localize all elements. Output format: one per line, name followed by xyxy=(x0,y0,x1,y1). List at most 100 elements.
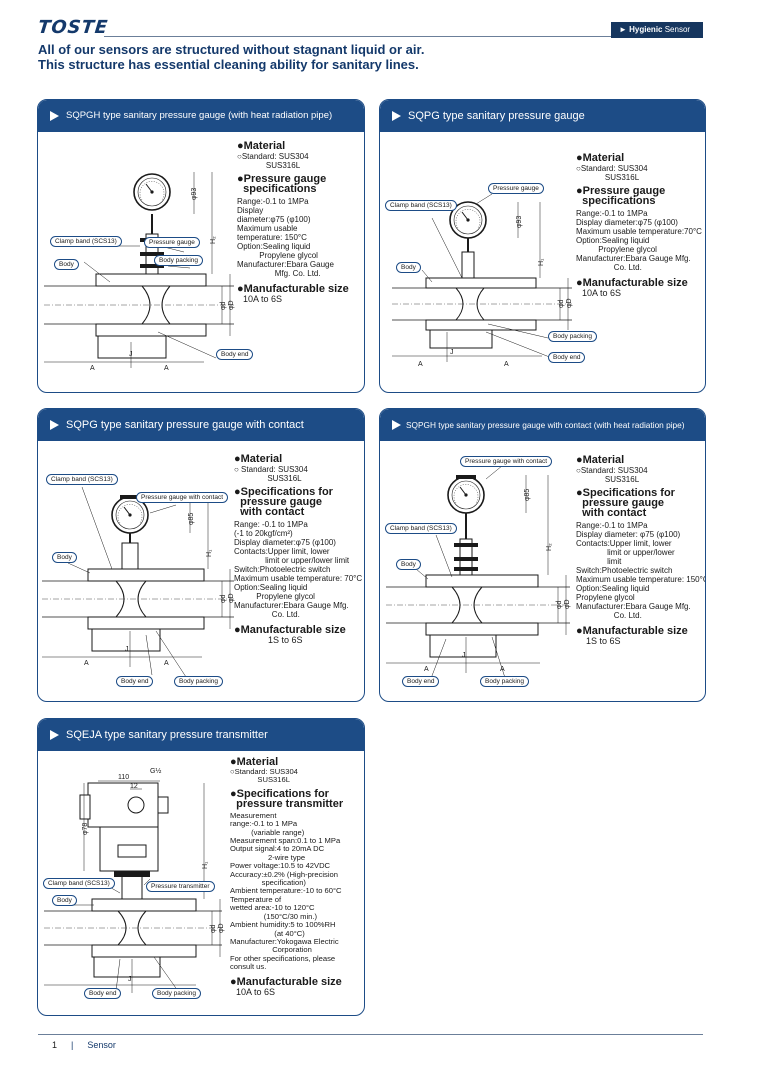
label-pressure-gauge-contact: Pressure gauge with contact xyxy=(460,456,553,467)
footer-divider xyxy=(38,1034,703,1035)
spec-text: Measurement range:-0.1 to 1 MPa (variabl… xyxy=(230,810,342,972)
label-body: Body xyxy=(54,259,79,270)
size-value: 1S to 6S xyxy=(268,635,303,645)
material-heading: ●Material xyxy=(576,152,625,164)
material-heading: ●Material xyxy=(576,454,625,466)
intro-heading: All of our sensors are structured withou… xyxy=(38,42,718,72)
svg-text:φd: φd xyxy=(210,924,217,933)
svg-text:φ78: φ78 xyxy=(82,823,89,835)
label-body-packing: Body packing xyxy=(152,988,202,999)
label-pressure-gauge-contact: Pressure gauge with contact xyxy=(136,492,229,503)
material-text: ○Standard: SUS304 SUS316L xyxy=(576,466,648,484)
svg-text:H₂: H₂ xyxy=(546,543,553,551)
svg-text:φD: φD xyxy=(566,298,573,308)
panel-sqeja: SQEJA type sanitary pressure transmitter… xyxy=(37,718,365,1016)
panel-title: SQPGH type sanitary pressure gauge with … xyxy=(380,409,705,441)
spec-block: ●Material ○Standard: SUS304 SUS316L ●Pre… xyxy=(576,152,704,298)
svg-text:A: A xyxy=(424,666,429,673)
panel-title: SQPGH type sanitary pressure gauge (with… xyxy=(38,100,364,132)
label-body-end: Body end xyxy=(84,988,122,999)
diagram-sqpg: A A J φ93 H₁ φd φD xyxy=(392,193,573,368)
arrow-icon xyxy=(50,111,59,121)
label-clamp-band: Clamp band (SCS13) xyxy=(385,200,457,211)
svg-text:φ85: φ85 xyxy=(524,489,531,501)
diagram-sqpgh-contact: A A J φ85 H₂ φd φD xyxy=(386,460,571,682)
brand-logo: TOSTE xyxy=(36,17,110,38)
panel-sqpgh-contact: SQPGH type sanitary pressure gauge with … xyxy=(379,408,706,702)
size-heading: ●Manufacturable size xyxy=(237,283,349,295)
label-body-packing: Body packing xyxy=(480,676,530,687)
svg-text:φd: φd xyxy=(558,299,565,308)
svg-text:φd: φd xyxy=(220,594,227,603)
label-body: Body xyxy=(396,262,421,273)
size-heading: ●Manufacturable size xyxy=(576,625,688,637)
diagram-sqeja: 110 12 G½ A A J φ78 H₁ φd φD xyxy=(44,767,225,995)
spec-text: Range:-0.1 to 1MPa Display diameter:φ75 … xyxy=(237,197,334,278)
size-value: 1S to 6S xyxy=(586,636,621,646)
svg-text:J: J xyxy=(128,976,132,983)
svg-text:J: J xyxy=(450,349,454,356)
svg-text:φD: φD xyxy=(228,300,235,310)
svg-text:A: A xyxy=(418,361,423,368)
svg-text:H₁: H₁ xyxy=(202,861,209,869)
material-text: ○ Standard: SUS304 SUS316L xyxy=(234,465,308,483)
svg-text:12: 12 xyxy=(130,783,138,790)
spec-block: ●Material ○Standard: SUS304 SUS316L ●Spe… xyxy=(230,756,362,996)
panel-title: SQPG type sanitary pressure gauge xyxy=(380,100,705,132)
panel-sqpg-contact: SQPG type sanitary pressure gauge with c… xyxy=(37,408,365,702)
material-text: ○Standard: SUS304 SUS316L xyxy=(237,152,309,170)
arrow-icon xyxy=(50,730,59,740)
svg-text:110: 110 xyxy=(118,774,129,781)
page-number: 1 xyxy=(52,1040,58,1050)
spec-heading: ●Pressure gauge specifications xyxy=(237,173,327,195)
size-value: 10A to 6S xyxy=(243,294,283,304)
label-clamp-band: Clamp band (SCS13) xyxy=(50,236,122,247)
svg-text:G½: G½ xyxy=(150,767,161,775)
svg-text:φD: φD xyxy=(228,593,235,603)
label-clamp-band: Clamp band (SCS13) xyxy=(43,878,115,889)
panel-title: SQPG type sanitary pressure gauge with c… xyxy=(38,409,364,441)
diagram-sqpg-contact: A A J φ85 H₁ φd φD xyxy=(42,486,235,678)
svg-text:J: J xyxy=(125,646,129,653)
material-text: ○Standard: SUS304 SUS316L xyxy=(576,164,648,182)
label-body-end: Body end xyxy=(116,676,154,687)
header-divider xyxy=(104,36,624,37)
spec-heading: ●Specifications for pressure transmitter xyxy=(230,787,344,810)
label-body-end: Body end xyxy=(402,676,440,687)
svg-text:φD: φD xyxy=(218,923,225,933)
intro-line-1: All of our sensors are structured withou… xyxy=(38,42,425,57)
label-body-packing: Body packing xyxy=(548,331,598,342)
spec-block: ●Material ○ Standard: SUS304 SUS316L ●Sp… xyxy=(234,453,362,645)
label-pressure-gauge: Pressure gauge xyxy=(144,237,200,248)
spec-block: ●Material ○Standard: SUS304 SUS316L ●Pre… xyxy=(237,140,362,304)
svg-text:φd: φd xyxy=(556,600,563,609)
svg-text:H₁: H₁ xyxy=(206,549,213,557)
panel-title-text: SQPG type sanitary pressure gauge with c… xyxy=(66,419,304,431)
svg-text:φd: φd xyxy=(220,301,227,310)
material-text: ○Standard: SUS304 SUS316L xyxy=(230,767,298,785)
svg-text:J: J xyxy=(129,351,133,358)
label-pressure-gauge: Pressure gauge xyxy=(488,183,544,194)
spec-text: Range: -0.1 to 1MPa (-1 to 20kgf/cm²) Di… xyxy=(234,520,363,619)
svg-text:A: A xyxy=(164,660,169,667)
svg-text:φ93: φ93 xyxy=(191,188,198,200)
svg-text:H₂: H₂ xyxy=(210,236,217,244)
svg-text:H₁: H₁ xyxy=(538,258,545,266)
label-body: Body xyxy=(52,895,77,906)
size-value: 10A to 6S xyxy=(582,288,622,298)
arrow-icon xyxy=(50,420,59,430)
spec-block: ●Material ○Standard: SUS304 SUS316L ●Spe… xyxy=(576,454,705,646)
section-tab-bold: Hygienic xyxy=(629,25,663,34)
spec-text: Range:-0.1 to 1MPa Display diameter: φ75… xyxy=(576,521,705,620)
footer: 1|Sensor xyxy=(52,1040,116,1050)
footer-separator: | xyxy=(71,1040,74,1050)
panel-sqpgh: SQPGH type sanitary pressure gauge (with… xyxy=(37,99,365,393)
label-pressure-transmitter: Pressure transmitter xyxy=(146,881,215,892)
section-tab: ► Hygienic Sensor xyxy=(611,22,703,38)
svg-text:J: J xyxy=(462,652,466,659)
svg-text:A: A xyxy=(84,660,89,667)
label-body-end: Body end xyxy=(216,349,254,360)
panel-title-text: SQEJA type sanitary pressure transmitter xyxy=(66,729,268,741)
spec-heading: ●Specifications for pressure gauge with … xyxy=(576,487,675,519)
arrow-icon xyxy=(392,420,401,430)
